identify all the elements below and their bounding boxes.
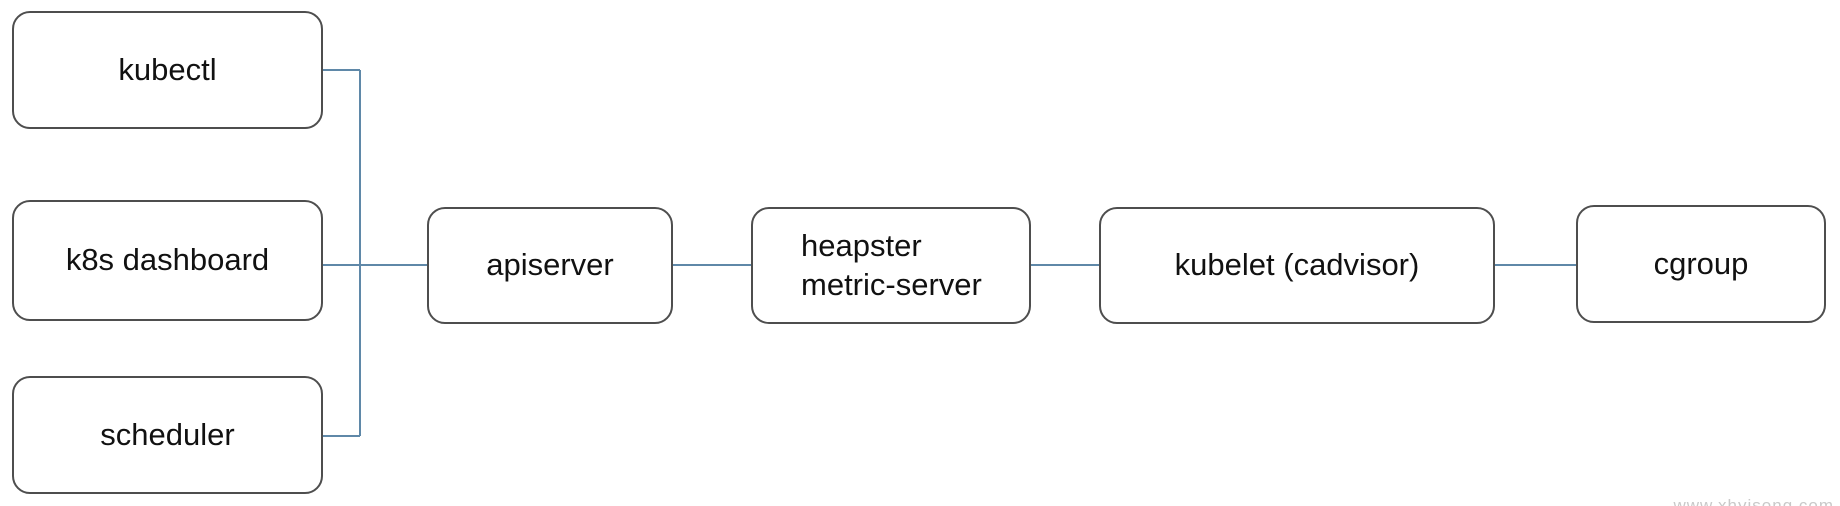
heapster-metric-server-node: heapster metric-server	[751, 207, 1031, 324]
apiserver-node: apiserver	[427, 207, 673, 324]
kubectl-node: kubectl	[12, 11, 323, 129]
kubelet-label: kubelet (cadvisor)	[1174, 247, 1420, 283]
watermark: www.xhyisong.com	[1673, 496, 1834, 506]
k8s-dashboard-label: k8s dashboard	[65, 242, 270, 278]
cgroup-label: cgroup	[1653, 245, 1749, 281]
kubelet-node: kubelet (cadvisor)	[1099, 207, 1495, 324]
scheduler-node: scheduler	[12, 376, 323, 494]
k8s-dashboard-node: k8s dashboard	[12, 200, 323, 321]
scheduler-label: scheduler	[100, 416, 235, 452]
apiserver-label: apiserver	[486, 247, 614, 283]
cgroup-node: cgroup	[1576, 205, 1826, 323]
kubectl-label: kubectl	[118, 51, 217, 87]
metric-server-label: metric-server	[801, 266, 982, 302]
heapster-label: heapster	[801, 227, 922, 263]
